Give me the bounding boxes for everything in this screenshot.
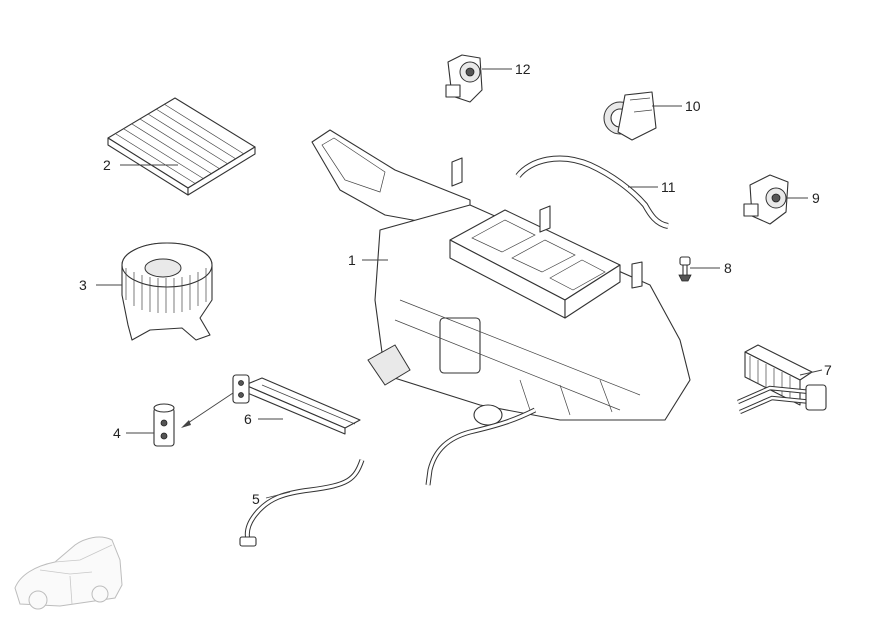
callout-5: 5 bbox=[252, 491, 260, 507]
pipe-part bbox=[515, 155, 669, 229]
callout-10: 10 bbox=[685, 98, 701, 114]
actuator-part-10 bbox=[603, 91, 657, 141]
actuator-part-12 bbox=[445, 54, 483, 103]
callout-8: 8 bbox=[724, 260, 732, 276]
callout-6: 6 bbox=[244, 411, 252, 427]
hvac-housing-part bbox=[311, 129, 691, 426]
heater-core-part bbox=[737, 344, 827, 415]
expansion-valve-part bbox=[153, 403, 175, 447]
callout-1: 1 bbox=[348, 252, 356, 268]
callout-9: 9 bbox=[812, 190, 820, 206]
callout-4: 4 bbox=[113, 425, 121, 441]
heater-pipe-part bbox=[425, 407, 537, 486]
callout-11: 11 bbox=[661, 179, 676, 195]
drain-hose-part bbox=[239, 459, 365, 547]
callout-labels: 1 2 3 4 5 6 7 8 9 10 11 12 bbox=[79, 61, 832, 507]
fastener-part bbox=[678, 256, 692, 282]
cabin-air-filter-part bbox=[107, 97, 256, 196]
blower-motor-part bbox=[121, 242, 213, 341]
callout-3: 3 bbox=[79, 277, 87, 293]
leader-lines bbox=[96, 68, 823, 499]
vehicle-thumbnail bbox=[14, 536, 123, 610]
evaporator-part bbox=[232, 374, 361, 435]
actuator-part-9 bbox=[743, 174, 789, 225]
callout-12: 12 bbox=[515, 61, 531, 77]
callout-7: 7 bbox=[824, 362, 832, 378]
callout-2: 2 bbox=[103, 157, 111, 173]
